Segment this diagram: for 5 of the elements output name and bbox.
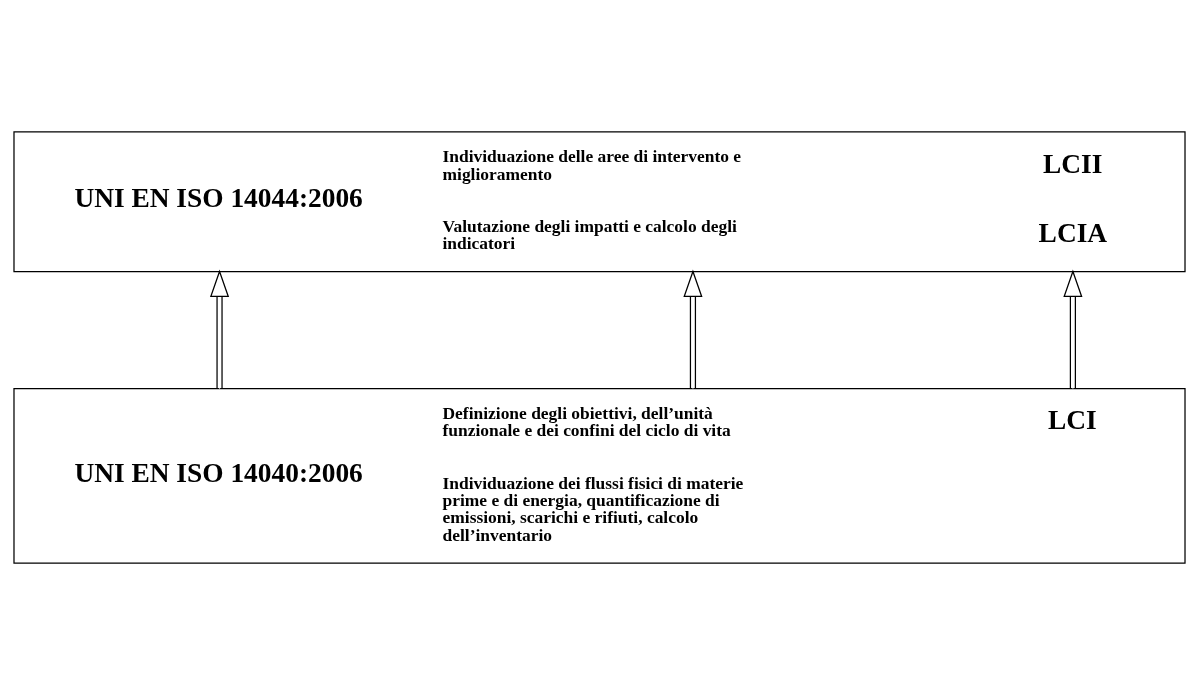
node-box: UNI EN ISO 14040:2006 Definizione degli obiettivi, dell’unità funzionale e dei confini del ciclo di vita LCI Individuazione dei flussi fisici di materie prime e di energia, quantificazione di emissioni, scarichi e rifiuti, calcolo dell’inventario bbox=[13, 388, 1186, 564]
arrow bbox=[683, 269, 703, 390]
arrow bbox=[1063, 269, 1083, 390]
node-box: UNI EN ISO 14044:2006 Individuazione delle aree di intervento e miglioramento LCII Valutazione degli impatti e calcolo degli indicatori LCIA bbox=[13, 131, 1186, 273]
arrow bbox=[209, 269, 230, 390]
